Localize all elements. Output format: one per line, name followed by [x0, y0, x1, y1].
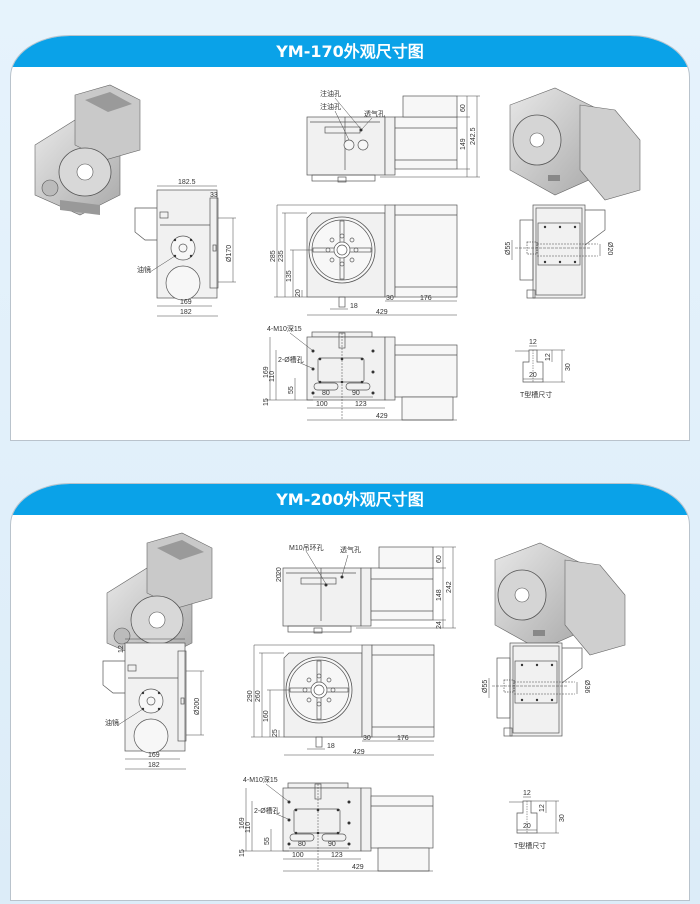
dim-label: 148: [436, 589, 443, 601]
dim-label: 30: [363, 735, 371, 742]
vent-hole-label: 透气孔: [364, 109, 385, 118]
plan-view: 290 260 160 25 18 30 176 429: [247, 644, 435, 756]
dim-label: 90: [352, 390, 360, 397]
dim-label: 285: [270, 250, 277, 262]
dim-label: 100: [292, 852, 304, 859]
section-title: YM-200外观尺寸图: [11, 484, 689, 515]
right-plan-view: Ø55 Ø36: [482, 642, 590, 737]
dim-label: 12: [529, 339, 537, 346]
dim-label: 182.5: [178, 179, 196, 186]
t-slot-detail: 12 12 30 20 T型槽尺寸: [508, 790, 566, 850]
dim-label: 260: [255, 690, 262, 702]
dim-label: Ø55: [505, 242, 512, 255]
right-plan-view: Ø55 Ø20: [505, 204, 613, 299]
bottom-view: 4-M10深15 2-Ø槽孔 169 110 55 15 80 90 100 1…: [263, 324, 458, 421]
dim-label: Ø170: [226, 245, 233, 262]
section-ym200: YM-200外观尺寸图: [10, 483, 690, 901]
section-title: YM-170外观尺寸图: [11, 36, 689, 67]
dim-label: 30: [559, 814, 566, 822]
isometric-view-right: [494, 542, 626, 656]
dim-label: 429: [353, 749, 365, 756]
dim-label: 12: [539, 804, 546, 812]
dim-label: 80: [298, 841, 306, 848]
t-slot-label: T型槽尺寸: [520, 390, 552, 399]
dim-label: 55: [288, 386, 295, 394]
tapped-hole-label: 4-M10深15: [267, 324, 302, 333]
dim-label: 429: [376, 309, 388, 316]
dim-label: 110: [245, 822, 252, 833]
dim-label: 169: [263, 366, 270, 378]
dim-label: 12: [118, 645, 125, 653]
dim-label: 55: [264, 837, 271, 845]
dim-label: 80: [322, 390, 330, 397]
oil-sight-label: 油镜: [137, 265, 151, 274]
dim-label: 176: [420, 295, 432, 302]
dim-label: 429: [352, 864, 364, 871]
dim-label: 24: [436, 621, 443, 629]
dim-label: Ø55: [482, 680, 489, 693]
oil-inlet-label: 注油孔: [320, 89, 341, 98]
dim-label: 12: [523, 790, 531, 797]
dim-label: 30: [386, 295, 394, 302]
dim-label: 20: [523, 823, 531, 830]
dim-label: 20: [276, 574, 283, 582]
ym200-drawings: 12 Ø200 169 182 油镜 M10吊环孔 透气孔 20 20 60 1…: [102, 532, 626, 872]
dim-label: 169: [239, 817, 246, 829]
dim-label: 429: [376, 413, 388, 420]
dim-label: 12: [545, 353, 552, 361]
oil-inlet-label: 注油孔: [320, 102, 341, 111]
dim-label: 235: [278, 250, 285, 262]
vent-hole-label: 透气孔: [340, 545, 361, 554]
dim-label: 135: [286, 270, 293, 282]
dim-label: 100: [316, 401, 328, 408]
dim-label: 160: [263, 710, 270, 722]
t-slot-detail: 12 12 30 20 T型槽尺寸: [514, 339, 572, 399]
dim-label: 20: [276, 567, 283, 575]
slot-hole-label: 2-Ø槽孔: [278, 355, 304, 364]
t-slot-label: T型槽尺寸: [514, 841, 546, 850]
dim-label: 60: [436, 555, 443, 563]
isometric-view-right: [509, 87, 641, 201]
ym170-drawings: 182.5 33 Ø170 169 182 油镜 注油孔 注油孔 透气孔 60 …: [34, 84, 641, 421]
dim-label: 18: [327, 743, 335, 750]
dim-label: 169: [180, 299, 192, 306]
front-view: 注油孔 注油孔 透气孔 60 149 242.5: [306, 89, 481, 183]
dim-label: Ø200: [194, 698, 201, 715]
dim-label: 20: [295, 289, 302, 297]
side-view: 182.5 33 Ø170 169 182 油镜: [134, 179, 237, 317]
isometric-view-left: [34, 84, 141, 216]
dim-label: 20: [529, 372, 537, 379]
front-view: M10吊环孔 透气孔 20 20 60 148 242 24: [276, 544, 457, 634]
dim-label: 290: [247, 690, 254, 702]
dim-label: 182: [180, 309, 192, 316]
dim-label: 169: [148, 752, 160, 759]
side-view: 12 Ø200 169 182 油镜: [102, 638, 205, 770]
dim-label: 182: [148, 762, 160, 769]
lifting-hole-label: M10吊环孔: [289, 544, 324, 552]
dim-label: 25: [272, 729, 279, 737]
dim-label: 90: [328, 841, 336, 848]
dim-label: 176: [397, 735, 409, 742]
dim-label: 242: [446, 581, 453, 593]
dim-label: 123: [331, 852, 343, 859]
slot-hole-label: 2-Ø槽孔: [254, 806, 280, 815]
oil-sight-label: 油镜: [105, 718, 119, 727]
dim-label: 110: [269, 371, 276, 382]
dim-label: 15: [239, 849, 246, 857]
dim-label: Ø36: [583, 680, 590, 693]
dim-label: 60: [460, 104, 467, 112]
dim-label: Ø20: [606, 242, 613, 255]
bottom-view: 4-M10深15 2-Ø槽孔 169 110 55 15 80 90 100 1…: [239, 775, 434, 872]
dim-label: 33: [210, 192, 218, 199]
tapped-hole-label: 4-M10深15: [243, 775, 278, 784]
dim-label: 242.5: [470, 127, 477, 145]
dim-label: 123: [355, 401, 367, 408]
dim-label: 15: [263, 398, 270, 406]
dim-label: 30: [565, 363, 572, 371]
dim-label: 149: [460, 138, 467, 150]
dim-label: 18: [350, 303, 358, 310]
plan-view: 285 235 135 20 18 30 176 429: [270, 204, 458, 316]
